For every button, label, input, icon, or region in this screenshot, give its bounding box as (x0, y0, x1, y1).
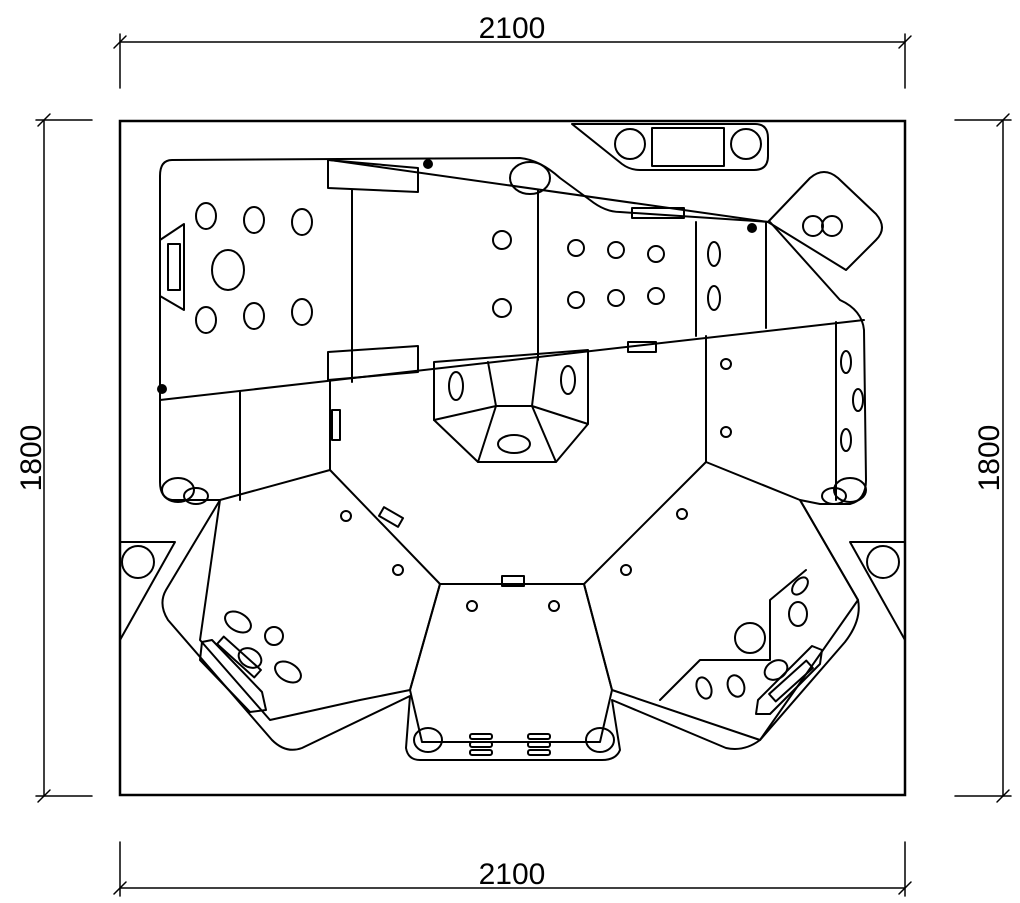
top-width-label: 2100 (479, 12, 546, 45)
shell-outline (159, 157, 867, 761)
right-wall-jets (720, 350, 864, 452)
headrest-pillows (327, 159, 685, 587)
left-dimension: 1800 (15, 113, 93, 803)
left-grab-handle (159, 223, 185, 311)
front-rim-pillows (183, 487, 847, 505)
top-dimension: 2100 (113, 12, 912, 89)
lounger-edge-line (329, 159, 769, 223)
bottom-step (409, 583, 615, 756)
top-seat-separators (239, 189, 837, 501)
lower-right-seat (583, 461, 859, 741)
bottom-width-label: 2100 (479, 858, 546, 891)
lower-left-seat (199, 469, 441, 721)
footwell-module (433, 349, 589, 463)
rim-pillows (161, 161, 867, 503)
right-dimension: 1800 (954, 113, 1012, 803)
right-height-label: 1800 (973, 425, 1006, 492)
control-panel (571, 123, 769, 171)
left-height-label: 1800 (15, 425, 48, 492)
cabinet-outline (118, 119, 907, 797)
dots (157, 159, 757, 394)
headrest-pod-top-right (767, 171, 883, 271)
corner-cupholder-right (849, 541, 906, 641)
bottom-dimension: 2100 (113, 841, 912, 897)
lounger-jets-left (195, 202, 313, 334)
middle-seat-jets (492, 230, 721, 318)
seat-divider-line (159, 319, 865, 401)
corner-cupholder-left (119, 541, 176, 641)
